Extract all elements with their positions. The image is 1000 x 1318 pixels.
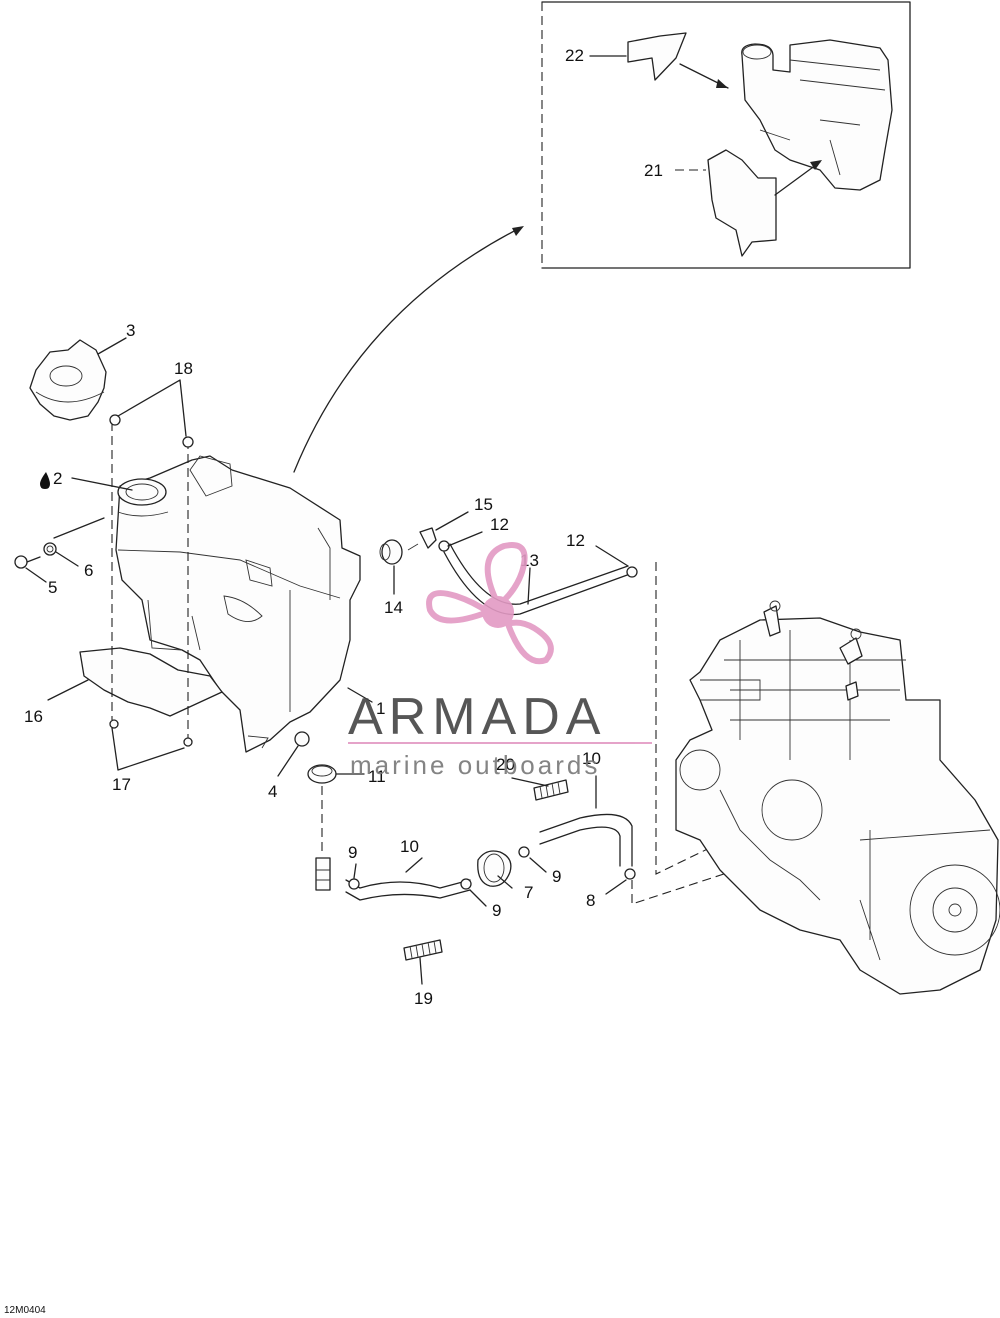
callout-22: 22 bbox=[565, 46, 584, 65]
callout-15: 15 bbox=[474, 495, 493, 514]
callout-12-right: 12 bbox=[566, 531, 585, 550]
callout-14: 14 bbox=[384, 598, 403, 617]
outlet-fitting bbox=[315, 857, 331, 891]
callout-10-lower: 10 bbox=[400, 837, 419, 856]
callout-17: 17 bbox=[112, 775, 131, 794]
callout-12-left: 12 bbox=[490, 515, 509, 534]
callout-11: 11 bbox=[368, 767, 386, 786]
detail-arrow bbox=[293, 227, 521, 473]
bushing bbox=[379, 539, 403, 565]
callout-9-left: 9 bbox=[348, 843, 357, 862]
callout-4: 4 bbox=[268, 782, 277, 801]
alignment-lines bbox=[111, 422, 189, 740]
oil-filter bbox=[477, 850, 512, 887]
grommet-seal bbox=[307, 764, 337, 784]
callout-3: 3 bbox=[126, 321, 135, 340]
engine bbox=[675, 600, 1000, 995]
callout-9-middle: 9 bbox=[492, 901, 501, 920]
protective-spring-lower bbox=[403, 939, 443, 961]
drawing-code: 12M0404 bbox=[4, 1305, 46, 1316]
hose-clamps bbox=[348, 846, 636, 890]
protective-spring-upper bbox=[533, 779, 569, 801]
callout-16: 16 bbox=[24, 707, 43, 726]
oil-hose-upper bbox=[539, 813, 633, 867]
mounting-plate bbox=[79, 647, 223, 717]
grommet bbox=[294, 731, 310, 747]
callout-21: 21 bbox=[644, 161, 663, 180]
elbow-fitting bbox=[419, 527, 437, 549]
callout-20: 20 bbox=[496, 755, 515, 774]
watermark-tagline: marine outboards bbox=[350, 750, 600, 780]
mounting-screws bbox=[14, 414, 194, 747]
callout-10-upper: 10 bbox=[582, 749, 601, 768]
callout-2: 2 bbox=[53, 469, 62, 488]
callout-7: 7 bbox=[524, 883, 533, 902]
reservoir-cap bbox=[29, 339, 107, 421]
routing-lines bbox=[631, 562, 731, 905]
callout-8: 8 bbox=[586, 891, 595, 910]
inset-detail-box bbox=[541, 1, 911, 269]
armada-watermark: ARMADA marine outboards bbox=[348, 542, 652, 780]
oil-reservoir bbox=[115, 455, 361, 753]
callout-6: 6 bbox=[84, 561, 93, 580]
leader-lines bbox=[25, 337, 629, 985]
callout-19: 19 bbox=[414, 989, 433, 1008]
callout-18: 18 bbox=[174, 359, 193, 378]
propeller-logo-icon bbox=[426, 542, 554, 665]
oil-drop-icon bbox=[40, 472, 50, 489]
callout-9-right: 9 bbox=[552, 867, 561, 886]
callout-1: 1 bbox=[376, 699, 385, 718]
callout-labels: 1 2 3 4 5 6 7 8 9 9 9 10 10 11 12 12 13 … bbox=[24, 46, 663, 1008]
callout-5: 5 bbox=[48, 578, 57, 597]
oil-hose-lower bbox=[345, 879, 471, 889]
watermark-brand: ARMADA bbox=[348, 688, 606, 746]
